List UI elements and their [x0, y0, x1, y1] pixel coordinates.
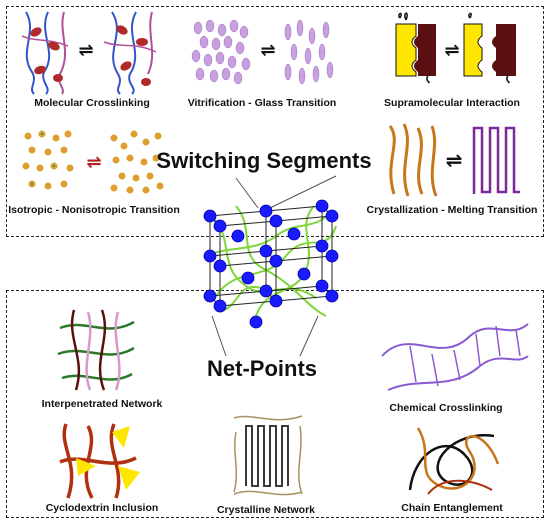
supramolecular-label: Supramolecular Interaction	[384, 97, 520, 109]
equilibrium-arrow-4: ⇌	[86, 152, 102, 172]
equilibrium-arrow-2: ⇌	[260, 40, 276, 60]
polymer-network-cube-icon	[203, 175, 339, 329]
vitrification-rubbery-icon	[284, 19, 334, 85]
molecular-crosslinking-label: Molecular Crosslinking	[34, 97, 150, 109]
chain-entanglement-icon	[408, 427, 500, 495]
supramolecular-separated-icon	[463, 12, 516, 84]
vitrification-label: Vitrification - Glass Transition	[187, 97, 337, 109]
vitrification-glassy-icon	[191, 19, 251, 85]
chemical-crosslinking-icon	[381, 323, 529, 391]
equilibrium-arrow-1: ⇌	[78, 40, 94, 60]
crystalline-network-icon	[233, 415, 303, 496]
crystallization-label: Crystallization - Melting Transition	[366, 204, 538, 216]
crystalline-network-label: Crystalline Network	[216, 504, 316, 516]
melted-chain-icon	[388, 123, 438, 197]
equilibrium-arrow-3: ⇌	[444, 40, 460, 60]
cyclodextrin-inclusion-label: Cyclodextrin Inclusion	[45, 502, 159, 514]
nonisotropic-state-icon	[110, 130, 164, 194]
molecular-crosslinking-after-icon	[103, 11, 157, 95]
cyclodextrin-inclusion-icon	[59, 423, 140, 499]
crystallized-chain-icon	[472, 126, 520, 194]
switching-segments-heading: Switching Segments	[156, 148, 372, 173]
interpenetrated-network-label: Interpenetrated Network	[41, 398, 163, 410]
chain-entanglement-label: Chain Entanglement	[401, 502, 503, 514]
net-points-heading: Net-Points	[207, 356, 317, 381]
equilibrium-arrow-5: ⇌	[445, 150, 463, 172]
isotropic-label: Isotropic - Nonisotropic Transition	[8, 204, 180, 216]
molecular-crosslinking-before-icon	[21, 11, 69, 95]
isotropic-state-icon	[22, 130, 74, 190]
chemical-crosslinking-label: Chemical Crosslinking	[389, 402, 503, 414]
interpenetrated-network-icon	[57, 309, 135, 391]
supramolecular-bound-icon	[395, 12, 436, 84]
